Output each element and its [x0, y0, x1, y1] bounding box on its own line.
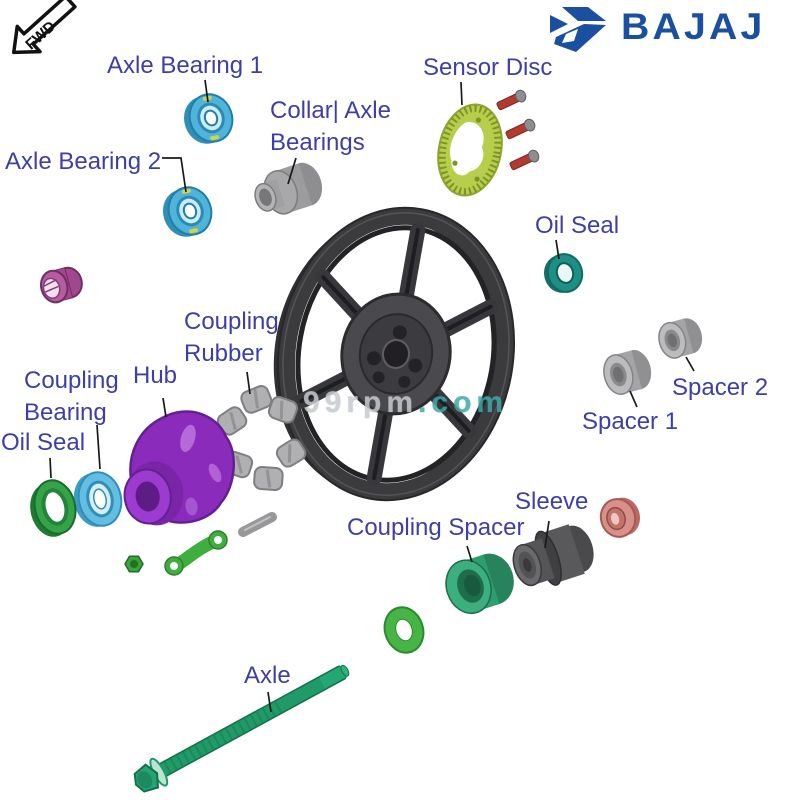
label-collar-axle-bearings: Collar| Axle Bearings: [270, 97, 391, 157]
green-washer-part: [383, 606, 425, 654]
spacer-2-part: [658, 318, 703, 359]
collar-part: [254, 162, 323, 215]
axle-part: [133, 664, 350, 793]
label-sleeve: Sleeve: [515, 488, 589, 515]
wheel-part: [273, 206, 516, 502]
label-spacer-2: Spacer 2: [672, 374, 769, 401]
bajaj-logo-text: BAJAJ: [621, 6, 766, 47]
label-oil-seal-left: Oil Seal: [1, 429, 86, 456]
coupling-spacer-part: [445, 553, 514, 615]
sleeve-part: [512, 524, 594, 587]
sensor-disc-part: [437, 103, 503, 197]
magenta-flange-part: [39, 266, 83, 304]
green-bracket-part: [164, 530, 228, 576]
axle-bearing-1-part: [183, 93, 234, 144]
label-sensor-disc: Sensor Disc: [423, 54, 553, 81]
coupling-bearing-part: [73, 471, 123, 527]
leader-lines: [49, 79, 695, 713]
pink-ring-part: [599, 497, 641, 538]
hub-part: [123, 410, 236, 526]
oil-seal-left-part: [30, 479, 77, 537]
label-axle: Axle: [244, 662, 291, 689]
bajaj-logo-icon: [550, 7, 606, 52]
label-axle-bearing-2: Axle Bearing 2: [5, 148, 162, 175]
label-coupling-rubber: Coupling Rubber: [184, 308, 279, 368]
label-coupling-spacer: Coupling Spacer: [347, 514, 525, 541]
label-axle-bearing-1: Axle Bearing 1: [107, 52, 264, 79]
axle-bearing-2-part: [162, 186, 213, 237]
sensor-screws-part: [496, 89, 540, 171]
green-nut-part: [124, 555, 144, 573]
label-hub: Hub: [133, 362, 178, 389]
gray-pin-part: [238, 512, 277, 537]
label-coupling-bearing: Coupling Bearing: [24, 367, 119, 427]
oil-seal-right-part: [543, 253, 584, 293]
spacer-1-part: [603, 350, 652, 395]
label-spacer-1: Spacer 1: [582, 408, 679, 435]
fwd-arrow-icon: [12, 0, 77, 55]
label-oil-seal-right: Oil Seal: [535, 212, 620, 239]
